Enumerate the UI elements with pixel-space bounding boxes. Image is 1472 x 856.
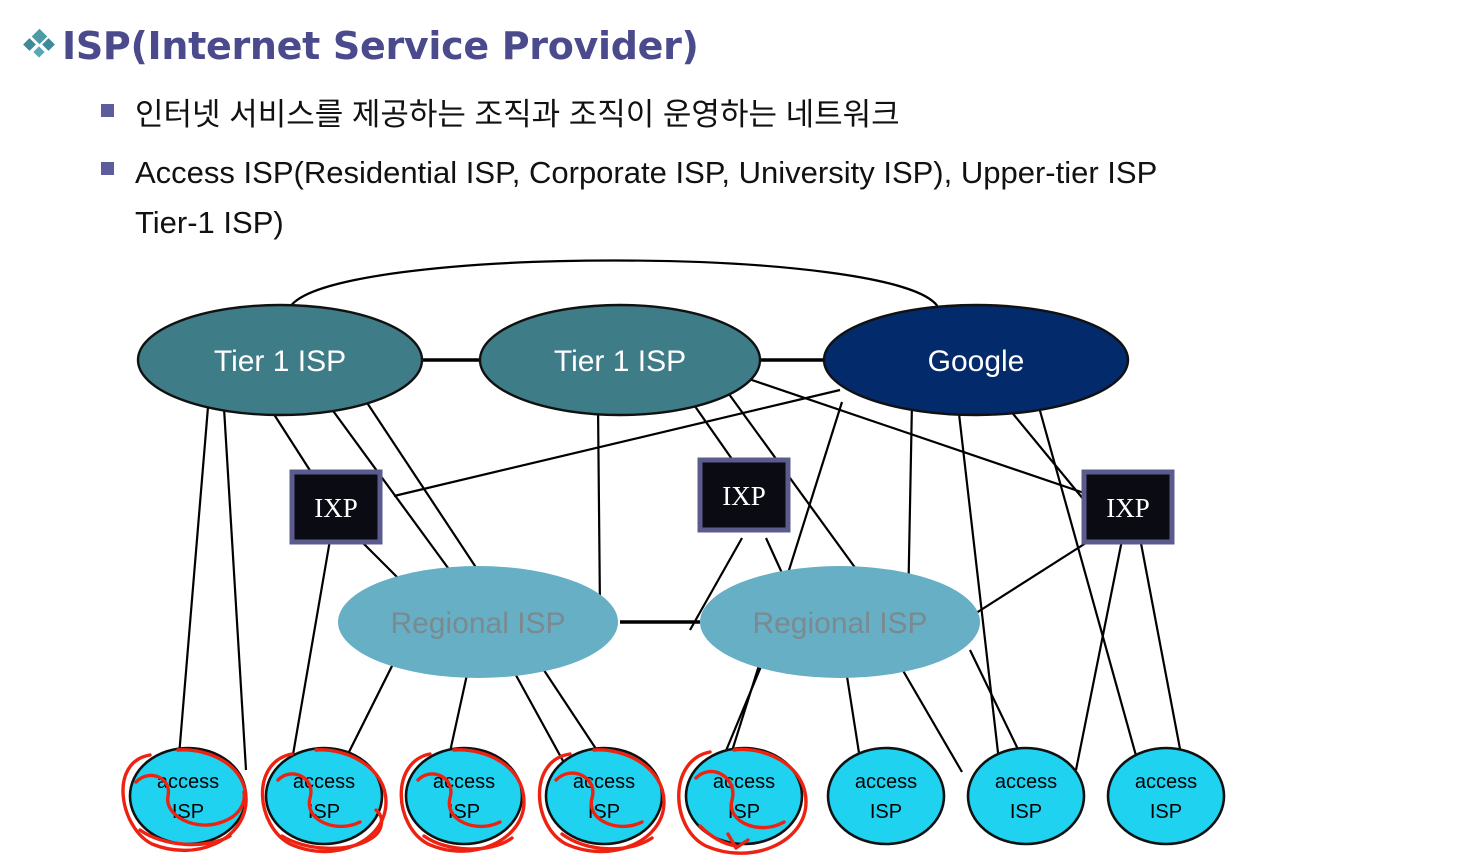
node-regional-isp-1-label: Regional ISP	[390, 607, 565, 640]
node-access-isp-4-label-line1: access	[573, 771, 635, 793]
bullet-item-2: Access ISP(Residential ISP, Corporate IS…	[101, 148, 1157, 248]
node-access-isp-3[interactable]: access ISP	[404, 746, 524, 846]
node-access-isp-8-label-line1: access	[1135, 771, 1197, 793]
link-regional1-access5b	[511, 667, 569, 771]
node-tier1-isp-1[interactable]: Tier 1 ISP	[136, 303, 424, 417]
link-regional2-access8b	[897, 661, 963, 773]
node-ixp-2[interactable]: IXP	[697, 457, 791, 533]
node-access-isp-7[interactable]: access ISP	[966, 746, 1086, 846]
node-ixp-1[interactable]: IXP	[289, 469, 383, 545]
node-access-isp-1-label-line2: ISP	[172, 801, 204, 823]
link-ixp3-regional2	[961, 533, 1101, 623]
annotation-circle-access-1	[121, 748, 248, 853]
link-ixp1-access3	[288, 539, 332, 773]
node-access-isp-5-label-line1: access	[713, 771, 775, 793]
annotation-circle-access-3	[399, 748, 526, 853]
node-ixp-1-label: IXP	[314, 493, 358, 523]
node-access-isp-3-label-line1: access	[433, 771, 495, 793]
square-bullet-icon	[101, 162, 114, 175]
node-access-isp-1-label-line1: access	[157, 771, 219, 793]
square-bullet-icon	[101, 104, 114, 117]
tier1-nodes: Tier 1 ISP Tier 1 ISP Google	[136, 303, 1130, 417]
node-tier1-isp-2-label: Tier 1 ISP	[554, 345, 686, 378]
node-ixp-3[interactable]: IXP	[1081, 469, 1175, 545]
page-title: ISP(Internet Service Provider)	[62, 24, 699, 68]
annotation-circle-access-2	[260, 748, 388, 854]
node-access-isp-1[interactable]: access ISP	[128, 746, 248, 846]
link-google-access7	[956, 404, 1002, 771]
page-title-row: ISP(Internet Service Provider)	[22, 24, 699, 68]
diamond-cluster-icon	[22, 24, 56, 68]
node-access-isp-6-label-line1: access	[855, 771, 917, 793]
bullet-item-1-text: 인터넷 서비스를 제공하는 조직과 조직이 운영하는 네트워크	[135, 97, 900, 132]
annotation-circle-access-4	[537, 748, 666, 854]
link-tier1a-google-arc	[289, 259, 939, 308]
node-regional-isp-1[interactable]: Regional ISP	[338, 566, 618, 678]
node-access-isp-6-label-line2: ISP	[870, 801, 902, 823]
node-google[interactable]: Google	[822, 303, 1130, 417]
node-access-isp-4[interactable]: access ISP	[544, 746, 664, 846]
link-google-ixp1	[393, 388, 841, 498]
node-access-isp-6[interactable]: access ISP	[826, 746, 946, 846]
node-access-isp-7-label-line1: access	[995, 771, 1057, 793]
link-google-access8	[1030, 381, 1142, 771]
ixp-nodes: IXP IXP IXP	[289, 457, 1175, 545]
node-access-isp-7-label-line2: ISP	[1010, 801, 1042, 823]
link-tier1b-regional1b	[596, 404, 602, 611]
node-tier1-isp-1-label: Tier 1 ISP	[214, 345, 346, 378]
link-google-ixp3	[999, 397, 1085, 501]
bullet-item-2-text: Access ISP(Residential ISP, Corporate IS…	[135, 155, 1158, 240]
link-ixp2-regional1r	[689, 537, 743, 631]
node-regional-isp-2-label: Regional ISP	[752, 607, 927, 640]
access-isp-nodes: access ISP access ISP access ISP access …	[128, 746, 1226, 846]
link-tier1a-access2	[222, 407, 248, 771]
regional-nodes: Regional ISP Regional ISP	[338, 566, 980, 678]
isp-hierarchy-diagram: Tier 1 ISP Tier 1 ISP Google IXP IXP IXP…	[0, 250, 1472, 856]
node-access-isp-2-label-line1: access	[293, 771, 355, 793]
node-ixp-3-label: IXP	[1106, 493, 1150, 523]
red-ink-annotations	[121, 747, 808, 855]
node-access-isp-8-label-line2: ISP	[1150, 801, 1182, 823]
annotation-circle-access-5	[677, 747, 808, 855]
node-google-label: Google	[928, 345, 1025, 378]
link-ixp3-access7	[1074, 539, 1124, 771]
node-tier1-isp-2[interactable]: Tier 1 ISP	[478, 303, 762, 417]
node-ixp-2-label: IXP	[722, 481, 766, 511]
link-tier1b-ixp3	[745, 376, 1091, 497]
link-ixp3-access8	[1138, 537, 1186, 771]
bullet-item-1: 인터넷 서비스를 제공하는 조직과 조직이 운영하는 네트워크	[101, 90, 900, 140]
node-regional-isp-2[interactable]: Regional ISP	[700, 566, 980, 678]
node-access-isp-8[interactable]: access ISP	[1106, 746, 1226, 846]
link-tier1a-access1	[176, 406, 210, 769]
